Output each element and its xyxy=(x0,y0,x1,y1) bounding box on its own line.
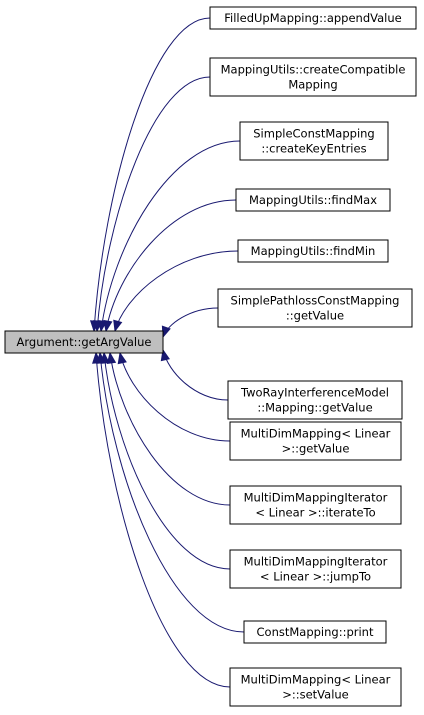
call-edge xyxy=(100,140,241,332)
arrowhead-icon xyxy=(117,351,127,365)
caller-node-label-line: ::getValue xyxy=(286,309,344,323)
caller-node-label-line: ::createKeyEntries xyxy=(261,142,366,156)
call-edge xyxy=(162,307,219,338)
caller-node[interactable]: MappingUtils::findMax xyxy=(235,188,391,212)
arrowhead-icon xyxy=(103,319,113,333)
caller-node[interactable]: MultiDimMappingIterator< Linear >::jumpT… xyxy=(229,549,402,589)
caller-node-label-line: MappingUtils::findMax xyxy=(249,193,377,207)
caller-node[interactable]: FilledUpMapping::appendValue xyxy=(209,6,417,30)
caller-node[interactable]: MappingUtils::findMin xyxy=(237,239,389,263)
caller-node-box xyxy=(229,421,402,461)
root-node-getargvalue[interactable]: Argument::getArgValue xyxy=(4,330,164,354)
call-edge xyxy=(96,76,211,332)
root-node-getargvalue-box xyxy=(4,330,164,354)
caller-node[interactable]: MultiDimMapping< Linear>::getValue xyxy=(229,421,402,461)
call-edge xyxy=(93,17,211,332)
call-edge xyxy=(99,352,245,633)
caller-node-box xyxy=(229,667,402,707)
caller-node-box xyxy=(229,485,402,525)
caller-node[interactable]: ConstMapping::print xyxy=(243,620,387,644)
caller-node-box xyxy=(227,380,403,420)
caller-node-label-line: MultiDimMapping< Linear xyxy=(241,673,391,687)
caller-node-label-line: MultiDimMapping< Linear xyxy=(241,427,391,441)
arrowhead-icon xyxy=(106,351,117,365)
caller-node-label-line: TwoRayInterferenceModel xyxy=(240,386,389,400)
root-node-getargvalue-label-line: Argument::getArgValue xyxy=(17,335,152,349)
caller-node-box xyxy=(217,288,413,328)
caller-node-label-line: ::Mapping::getValue xyxy=(257,401,372,415)
call-edge xyxy=(95,352,231,688)
call-edge xyxy=(162,349,229,401)
caller-node-box xyxy=(209,6,417,30)
caller-node-label-line: < Linear >::jumpTo xyxy=(260,570,371,584)
call-edge xyxy=(109,352,231,506)
caller-node[interactable]: MultiDimMapping< Linear>::setValue xyxy=(229,667,402,707)
caller-node-label-line: MappingUtils::createCompatible xyxy=(221,63,406,77)
caller-node-label-line: MappingUtils::findMin xyxy=(251,244,376,258)
caller-node-label-line: >::getValue xyxy=(282,442,350,456)
caller-node[interactable]: SimplePathlossConstMapping::getValue xyxy=(217,288,413,328)
caller-node-box xyxy=(229,549,402,589)
caller-node-label-line: ConstMapping::print xyxy=(257,625,374,639)
caller-node-label-line: Mapping xyxy=(288,78,337,92)
caller-node-label-line: >::setValue xyxy=(282,688,349,702)
caller-node-label-line: SimplePathlossConstMapping xyxy=(231,294,400,308)
caller-node-label-line: < Linear >::iterateTo xyxy=(255,506,375,520)
caller-node-label-line: FilledUpMapping::appendValue xyxy=(224,11,401,25)
caller-node-box xyxy=(243,620,387,644)
caller-node-box xyxy=(239,121,389,161)
call-edge xyxy=(103,352,231,570)
caller-node-box xyxy=(235,188,391,212)
arrowhead-icon xyxy=(113,319,123,333)
caller-node-label-line: SimpleConstMapping xyxy=(253,127,374,141)
caller-node-box xyxy=(209,57,417,97)
caller-node[interactable]: SimpleConstMapping::createKeyEntries xyxy=(239,121,389,161)
caller-node[interactable]: MultiDimMappingIterator< Linear >::itera… xyxy=(229,485,402,525)
arrowhead-icon xyxy=(92,351,102,364)
call-edge xyxy=(105,199,237,332)
caller-node-label-line: MultiDimMappingIterator xyxy=(244,491,388,505)
caller-node-label-line: MultiDimMappingIterator xyxy=(244,555,388,569)
call-edge xyxy=(114,250,239,332)
caller-node-box xyxy=(237,239,389,263)
caller-node[interactable]: TwoRayInterferenceModel::Mapping::getVal… xyxy=(227,380,403,420)
call-edge xyxy=(119,352,231,442)
